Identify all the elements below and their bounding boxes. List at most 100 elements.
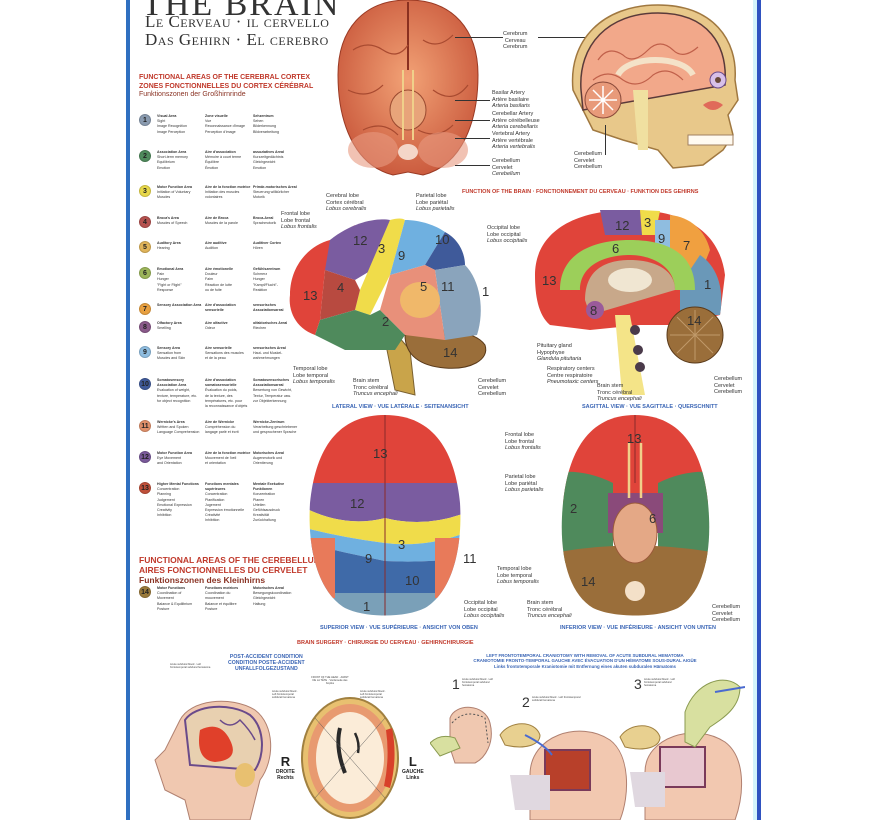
svg-text:14: 14 bbox=[581, 574, 595, 589]
svg-text:13: 13 bbox=[627, 431, 641, 446]
svg-text:11: 11 bbox=[441, 279, 455, 294]
superior-view-brain: 13 12 3 9 10 11 1 bbox=[309, 415, 461, 616]
leader-line bbox=[455, 120, 490, 121]
fine-print-note: Acute subdural blood · Left frontotempor… bbox=[272, 690, 298, 700]
cerebellum-heading-de: Funktionszonen des Kleinhirns bbox=[139, 575, 266, 585]
svg-text:2: 2 bbox=[382, 314, 389, 329]
svg-text:1: 1 bbox=[482, 284, 489, 299]
sagittal-view-brain: 13 12 3 9 7 6 1 8 14 bbox=[535, 210, 725, 395]
poster-border-right bbox=[757, 0, 761, 820]
area-number-badge: 1 bbox=[139, 114, 151, 126]
svg-text:10: 10 bbox=[435, 232, 449, 247]
svg-text:3: 3 bbox=[378, 241, 385, 256]
svg-text:2: 2 bbox=[570, 501, 577, 516]
sagittal-skull-illustration bbox=[571, 4, 739, 169]
area-number-badge: 11 bbox=[139, 420, 151, 432]
fine-print-note: Acute subdural blood · Left frontotempor… bbox=[360, 690, 386, 700]
area-desc-fr: Aire d'association sensorielle bbox=[205, 303, 236, 313]
svg-text:14: 14 bbox=[687, 313, 701, 328]
area-number-badge: 4 bbox=[139, 216, 151, 228]
poster-border-glow bbox=[753, 0, 757, 820]
function-heading: FUNCTION OF THE BRAIN · FONCTIONNEMENT D… bbox=[462, 189, 699, 195]
poster-title: The Brain bbox=[142, 0, 341, 23]
area-number-badge: 13 bbox=[139, 482, 151, 494]
svg-text:4: 4 bbox=[337, 280, 344, 295]
area-number-badge: 10 bbox=[139, 378, 151, 390]
craniotomy-step-3 bbox=[619, 679, 745, 820]
step-number: 3 bbox=[634, 676, 642, 692]
svg-text:3: 3 bbox=[644, 215, 651, 230]
svg-text:6: 6 bbox=[649, 511, 656, 526]
svg-text:3: 3 bbox=[398, 537, 405, 552]
cerebellum-heading: FUNCTIONAL AREAS OF THE CEREBELLUM AIRES… bbox=[139, 555, 321, 585]
area-desc-de: sensorisches Assoziationsareal bbox=[253, 303, 284, 313]
leader-line bbox=[538, 37, 590, 38]
area-number-badge: 12 bbox=[139, 451, 151, 463]
area-number-badge: 14 bbox=[139, 586, 151, 598]
svg-text:7: 7 bbox=[683, 238, 690, 253]
area-number-badge: 6 bbox=[139, 267, 151, 279]
craniotomy-heading: LEFT FRONTOTEMPORAL CRANIOTOMY WITH REMO… bbox=[473, 653, 697, 669]
left-side-marker: L GAUCHE Links bbox=[402, 754, 424, 782]
head-profile-hematoma bbox=[154, 700, 272, 820]
poster-subtitle-1: Le Cerveau · il cervello bbox=[145, 12, 330, 31]
leader-line bbox=[455, 100, 490, 101]
area-number-badge: 5 bbox=[139, 241, 151, 253]
step-text: Acute subdural blood · Left frontotempor… bbox=[462, 678, 494, 688]
cortex-heading-de: Funktionszonen der Großhirnrinde bbox=[139, 91, 246, 98]
cortex-heading: FUNCTIONAL AREAS OF THE CEREBRAL CORTEX … bbox=[139, 74, 313, 100]
cerebellum-heading-fr: AIRES FONCTIONNELLES DU CERVELET bbox=[139, 565, 308, 575]
cerebellum-heading-en: FUNCTIONAL AREAS OF THE CEREBELLUM bbox=[139, 555, 321, 565]
sagittal-view-caption: SAGITTAL VIEW · VUE SAGITTALE · QUERSCHN… bbox=[582, 404, 718, 410]
inferior-view-caption: INFERIOR VIEW · VUE INFÉRIEURE · ANSICHT… bbox=[560, 625, 716, 631]
svg-text:9: 9 bbox=[658, 231, 665, 246]
area-number-badge: 3 bbox=[139, 185, 151, 197]
step-number: 2 bbox=[522, 694, 530, 710]
svg-text:8: 8 bbox=[590, 303, 597, 318]
leader-line bbox=[605, 125, 606, 155]
step-text: Acute subdural blood · Left frontotempor… bbox=[532, 696, 581, 703]
svg-text:9: 9 bbox=[398, 248, 405, 263]
leader-line bbox=[455, 138, 490, 139]
leader-line bbox=[455, 165, 490, 166]
area-desc-en: Sensory Association Area bbox=[157, 303, 202, 307]
front-of-head-note: FRONT OF THE HEAD · AVANT DE LA TÊTE · V… bbox=[311, 676, 349, 686]
svg-text:12: 12 bbox=[615, 218, 629, 233]
fine-print-note: Acute subdural blood · Left frontotempor… bbox=[170, 663, 211, 670]
